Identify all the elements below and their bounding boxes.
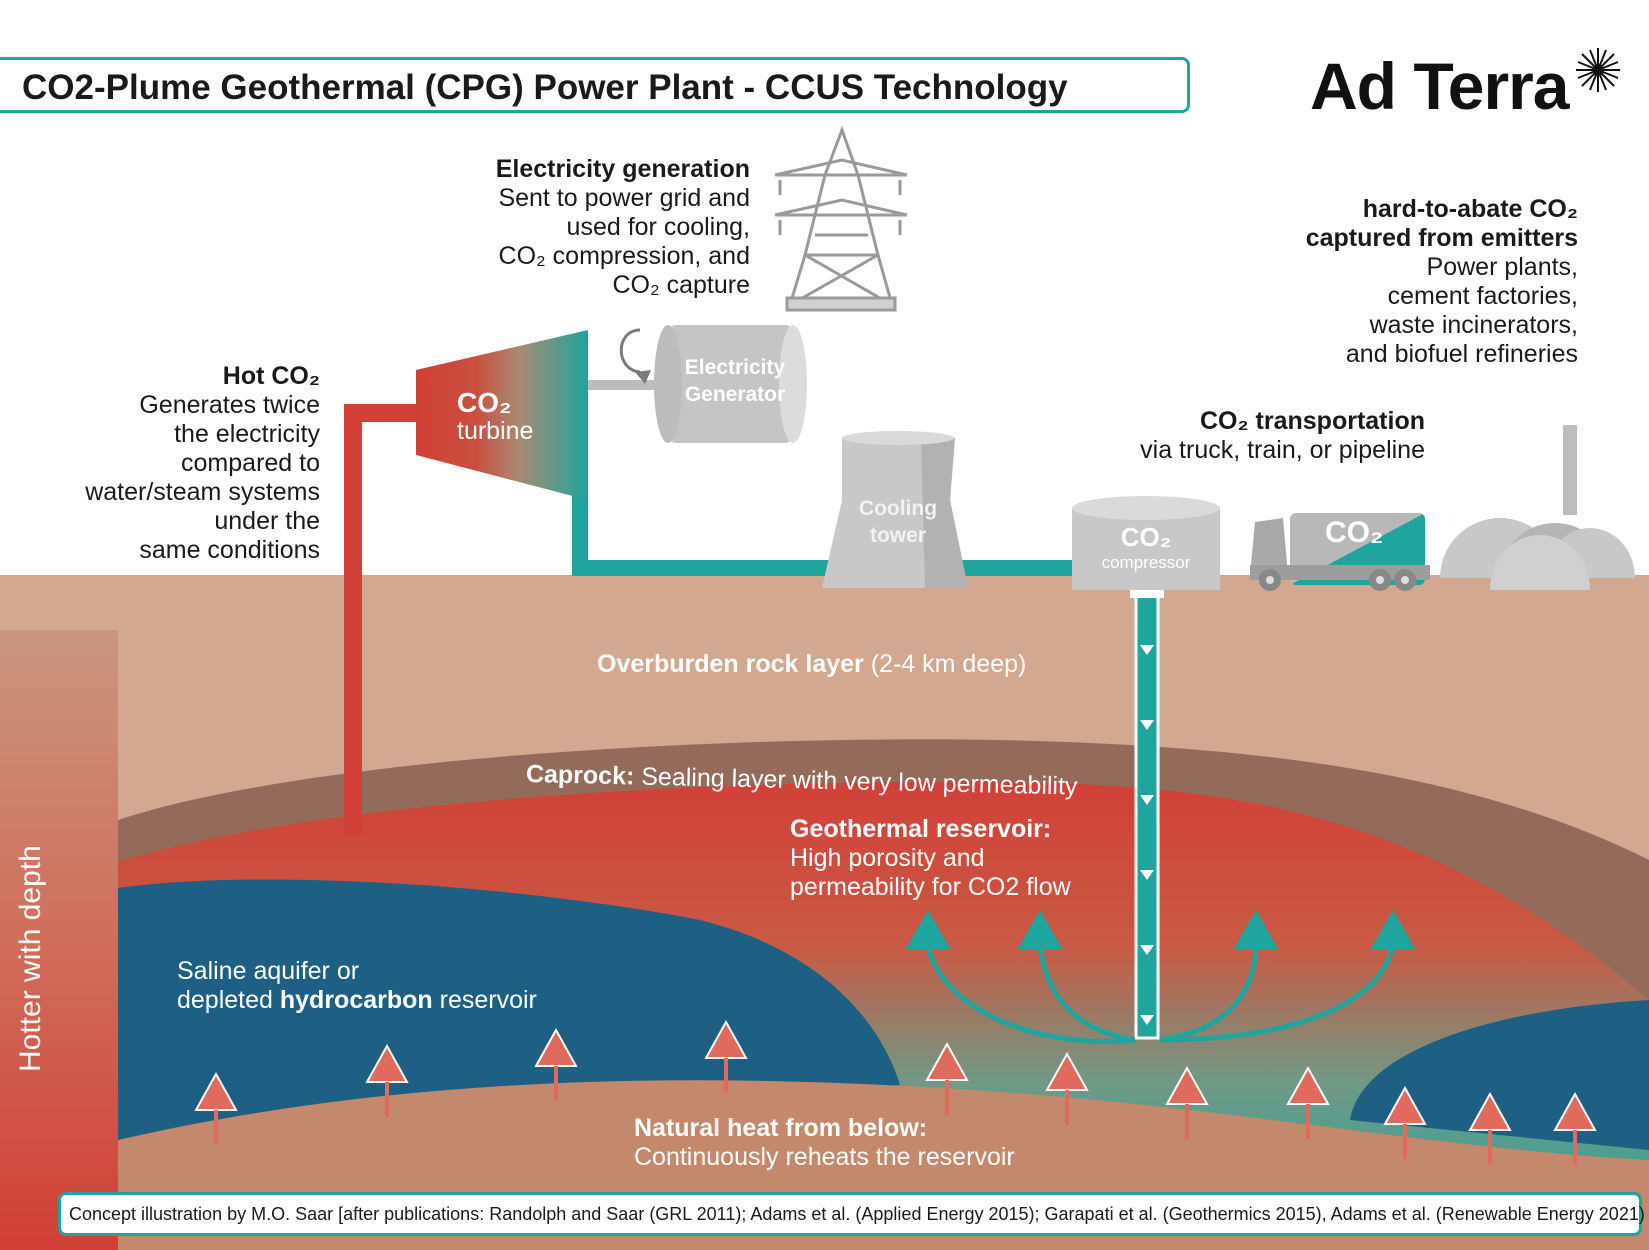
brand-logo: Ad Terra [1310, 49, 1570, 123]
citation-text: Concept illustration by M.O. Saar [after… [69, 1204, 1645, 1224]
citation-box: Concept illustration by M.O. Saar [after… [58, 1192, 1645, 1236]
aquifer-left [118, 879, 900, 1145]
electricity-generation-label: Electricity generation Sent to power gri… [495, 155, 750, 299]
truck-label: CO₂ [1325, 516, 1384, 549]
transportation-label: CO₂ transportation via truck, train, or … [1140, 407, 1425, 464]
title-box: CO2-Plume Geothermal (CPG) Power Plant -… [0, 57, 1190, 113]
transmission-tower-icon [774, 125, 908, 312]
compressor-label: CO₂ compressor [1101, 522, 1191, 572]
logo-star-icon [1576, 48, 1620, 92]
turbine-label: CO₂ turbine [457, 387, 534, 445]
cooling-tower-icon [822, 431, 968, 588]
heat-arrows [194, 1019, 1597, 1165]
saline-aquifer-label: Saline aquifer or depleted hydrocarbon r… [177, 957, 537, 1014]
generator-label: Electricity Generator [684, 356, 786, 406]
industrial-plant-icon [1440, 425, 1635, 590]
compressor-icon [1072, 496, 1220, 598]
page-title: CO2-Plume Geothermal (CPG) Power Plant -… [22, 68, 1068, 107]
reservoir-label: Geothermal reservoir: High porosity and … [790, 815, 1071, 901]
hot-co2-label: Hot CO₂ Generates twice the electricity … [85, 362, 320, 564]
turbine-shaft [588, 380, 660, 390]
co2-turbine [416, 330, 588, 500]
natural-heat-label: Natural heat from below: Continuously re… [634, 1114, 1015, 1171]
depth-gradient-bar [0, 630, 118, 1250]
truck-icon [1250, 513, 1430, 591]
emitters-label: hard-to-abate CO₂ captured from emitters… [1305, 195, 1578, 368]
plume-arrowheads [905, 910, 1416, 950]
well-arrows [1140, 645, 1154, 1025]
electricity-generator-icon [619, 325, 807, 443]
injection-well [1134, 588, 1160, 1040]
hot-co2-pipe [344, 404, 420, 835]
hotter-with-depth-label: Hotter with depth [14, 845, 47, 1072]
overburden-label: Overburden rock layer (2-4 km deep) [597, 650, 1027, 678]
plume-flow-arrows [925, 944, 1396, 1044]
cooling-tower-label: Cooling tower [858, 497, 938, 547]
